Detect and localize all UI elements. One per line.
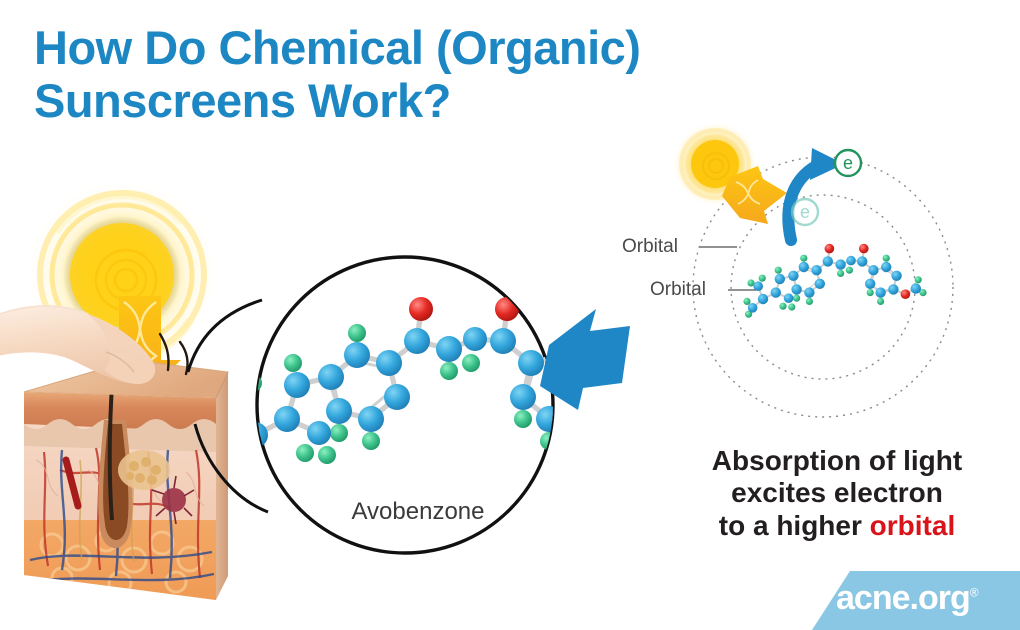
acne-org-logo[interactable]: acne.org® [812,571,1020,630]
orange-light-arrow-icon [722,166,787,224]
blue-curved-excitation-arrow-icon [782,148,844,246]
magnifier-lens [255,255,555,555]
outer-orbital-label: Orbital [622,236,678,257]
electron-excited-label: e [843,153,853,173]
caption-line-2: excites electron [731,477,943,509]
inner-orbital-label: Orbital [650,279,706,300]
caption-line-3: to a higher orbital [672,510,1002,542]
blue-right-arrow-icon [540,309,630,410]
title-line-1: How Do Chemical (Organic) [34,21,641,74]
logo-wordmark: acne.org [836,579,971,617]
caption-highlight: orbital [869,509,956,541]
electron-ground-label: e [800,202,810,222]
electron-excited-marker: e [833,148,863,178]
orbital-diagram: e e [673,122,954,418]
logo-text: acne.org® [836,579,1020,618]
caption-line-3-plain: to a higher [718,509,870,541]
logo-plate [812,571,1020,630]
magnifier-leader-lines-icon [186,298,269,514]
molecule-name-label: Avobenzone [351,498,485,525]
electron-ground-marker: e [790,197,820,227]
finger-applying-sunscreen-icon [0,305,156,384]
page-title: How Do Chemical (Organic) Sunscreens Wor… [34,21,874,127]
caption-line-1: Absorption of light [711,445,963,476]
caption-text: Absorption of light excites electron to … [672,445,1002,542]
title-line-2: Sunscreens Work? [34,73,451,127]
outer-orbital-ring [692,156,954,418]
skin-cross-section-icon [23,332,229,600]
orbital-molecule-icon [742,242,928,319]
small-sun-icon [673,122,757,206]
registered-mark: ® [969,585,979,600]
